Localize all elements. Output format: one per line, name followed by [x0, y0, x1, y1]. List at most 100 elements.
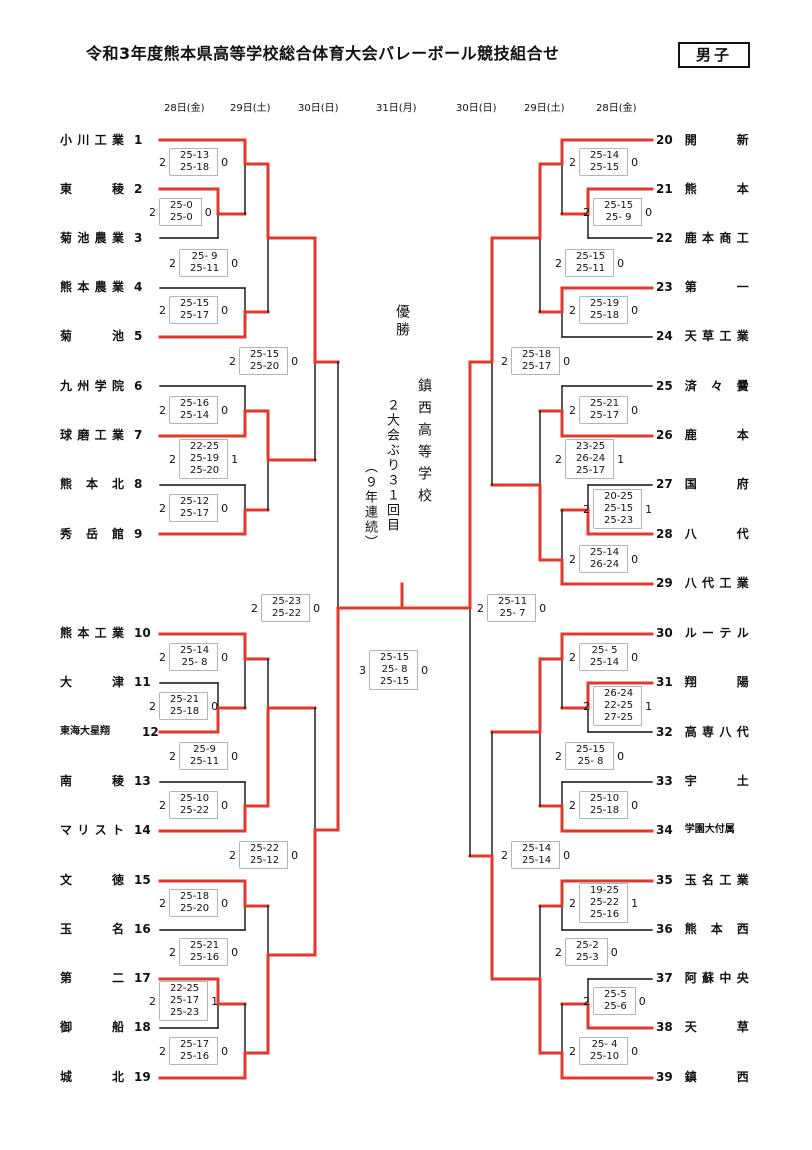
winner-sets: 2	[583, 699, 590, 713]
loser-sets: 1	[231, 452, 239, 466]
set-score: 25-23	[170, 1007, 200, 1018]
winner-sets: 3	[359, 663, 366, 677]
set-score: 22-25	[604, 700, 634, 711]
set-score: 25-20	[190, 465, 220, 476]
team-number: 24	[656, 329, 673, 343]
winner-sets: 2	[569, 552, 576, 566]
set-score: 25-22	[250, 843, 280, 854]
team-name: 御船	[60, 1020, 124, 1034]
team-number: 9	[134, 527, 143, 541]
set-score: 25-21	[170, 694, 200, 705]
winner-sets: 2	[159, 798, 166, 812]
loser-sets: 1	[211, 994, 219, 1008]
team-number: 17	[134, 971, 151, 985]
loser-sets: 0	[221, 896, 229, 910]
team-name: 玉名	[60, 922, 124, 936]
set-score: 26-24	[590, 559, 620, 570]
set-score: 25-20	[180, 903, 210, 914]
set-score: 27-25	[604, 712, 634, 723]
loser-sets: 0	[291, 354, 299, 368]
loser-sets: 0	[617, 749, 625, 763]
set-score: 25-22	[180, 805, 210, 816]
loser-sets: 0	[221, 155, 229, 169]
set-score: 25-12	[250, 855, 280, 866]
set-score: 25- 8	[577, 756, 604, 767]
set-score: 25-15	[604, 200, 634, 211]
loser-sets: 0	[221, 403, 229, 417]
set-score: 25-16	[190, 952, 220, 963]
team-name: 熊本工業	[60, 626, 124, 640]
set-score: 25-14	[590, 547, 620, 558]
team-entry: 菊池農業 3	[60, 230, 142, 246]
team-number: 22	[656, 231, 673, 245]
team-number: 35	[656, 873, 673, 887]
set-score: 25-17	[180, 508, 210, 519]
team-name: 秀岳館	[60, 527, 124, 541]
team-number: 3	[134, 231, 143, 245]
set-score: 25- 9	[191, 251, 218, 262]
winner-sets: 2	[159, 501, 166, 515]
set-score: 25-15	[250, 349, 280, 360]
team-number: 29	[656, 576, 673, 590]
set-score: 25-11	[190, 756, 220, 767]
team-name: 小川工業	[60, 133, 124, 147]
team-number: 20	[656, 133, 673, 147]
set-score: 25- 4	[591, 1039, 618, 1050]
day-label: 30日(日)	[298, 103, 339, 114]
set-score: 25-21	[190, 940, 220, 951]
winner-sets: 2	[229, 848, 236, 862]
team-number: 2	[134, 182, 143, 196]
team-entry: 24 天草工業	[656, 328, 749, 344]
set-score: 25-19	[190, 453, 220, 464]
set-score: 25-5	[604, 989, 627, 1000]
team-number: 27	[656, 477, 673, 491]
team-name: 菊池農業	[60, 231, 124, 245]
set-score: 25-15	[590, 162, 620, 173]
team-name: 九州学院	[60, 379, 124, 393]
team-name: 天草工業	[684, 329, 749, 343]
set-score: 25-16	[180, 1051, 210, 1062]
winner-sets: 2	[159, 896, 166, 910]
team-name: 熊本	[684, 182, 749, 196]
team-name: 宇土	[684, 774, 749, 788]
set-score: 25-14	[590, 657, 620, 668]
set-score: 25-6	[604, 1001, 627, 1012]
team-name: 第一	[684, 280, 749, 294]
winner-sets: 2	[159, 403, 166, 417]
team-name: マリスト	[60, 823, 124, 837]
team-number: 13	[134, 774, 151, 788]
team-number: 33	[656, 774, 673, 788]
loser-sets: 0	[631, 650, 639, 664]
